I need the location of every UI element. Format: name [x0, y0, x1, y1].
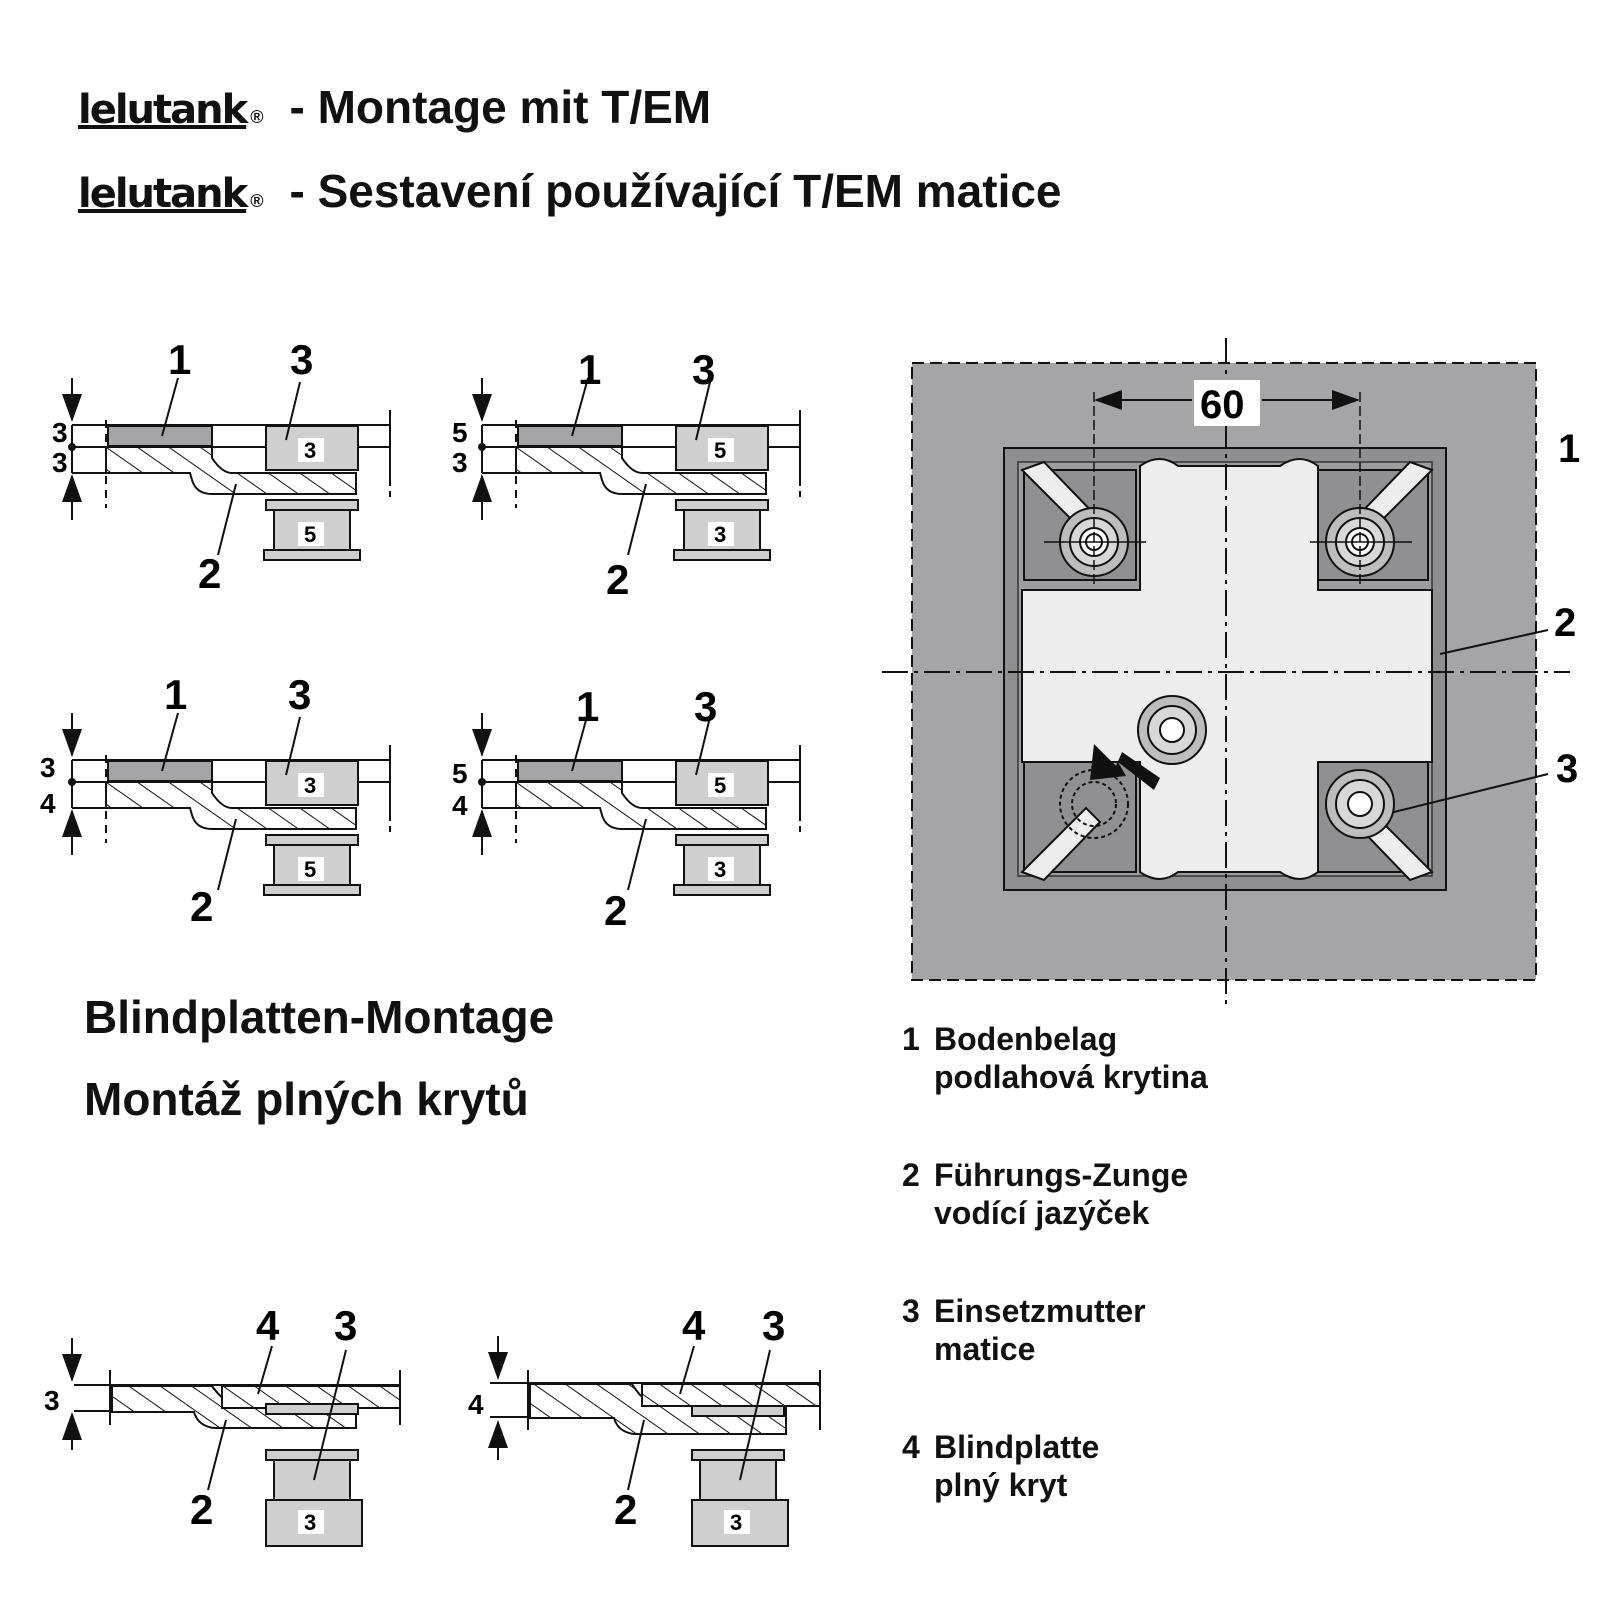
- dim-bottom: 4: [452, 790, 468, 821]
- upper-nut-label: 3: [304, 773, 316, 798]
- lelutank-logo: lelutank: [78, 87, 248, 133]
- callout-floor: 1: [578, 346, 601, 393]
- section-title-de: Blindplatten-Montage: [84, 991, 555, 1043]
- title-line-2: lelutank ® - Sestavení používající T/EM …: [78, 164, 1062, 218]
- blind-detail-1: 3 3 4 3 2: [44, 1302, 401, 1547]
- title-line-1: lelutank ® - Montage mit T/EM: [78, 80, 711, 134]
- nut-label: 3: [730, 1510, 742, 1535]
- plan-view: 60 1 2 3: [882, 338, 1580, 1008]
- callout-floor: 1: [164, 671, 187, 718]
- lelutank-logo-2: lelutank: [78, 171, 248, 217]
- dim: 3: [44, 1385, 60, 1416]
- section-detail-4: 5 4 5 3 1 3 2: [452, 683, 800, 934]
- lower-nut-label: 3: [714, 522, 726, 547]
- dim-top: 3: [40, 752, 56, 783]
- title-line-2-text: - Sestavení používající T/EM matice: [289, 165, 1062, 217]
- callout-nut: 3: [762, 1302, 785, 1349]
- upper-nut-label: 3: [304, 438, 316, 463]
- callout-tongue: 2: [606, 556, 629, 603]
- dim-top: 5: [452, 758, 468, 789]
- callout-nut: 3: [288, 671, 311, 718]
- section-detail-2: 5 3 5 3 1 3 2: [452, 346, 800, 603]
- legend-cs: vodící jazýček: [934, 1195, 1150, 1231]
- legend-num: 3: [902, 1293, 920, 1329]
- plan-label-1: 1: [1558, 427, 1580, 471]
- nut-label: 3: [304, 1510, 316, 1535]
- callout-tongue: 2: [614, 1486, 637, 1533]
- legend-num: 1: [902, 1021, 920, 1057]
- registered-mark: ®: [250, 107, 264, 127]
- callout-floor: 1: [168, 336, 191, 383]
- plan-label-2: 2: [1554, 601, 1576, 645]
- callout-tongue: 2: [604, 887, 627, 934]
- legend-cs: plný kryt: [934, 1467, 1068, 1503]
- dimension-60: 60: [1200, 383, 1245, 427]
- callout-tongue: 2: [198, 550, 221, 597]
- callout-blind: 4: [256, 1302, 280, 1349]
- registered-mark-2: ®: [250, 191, 264, 211]
- legend-de: Führungs-Zunge: [934, 1157, 1189, 1193]
- legend-de: Bodenbelag: [934, 1021, 1118, 1057]
- lower-nut-label: 3: [714, 857, 726, 882]
- section-detail-3: 3 4 3 5 1 3 2: [40, 671, 390, 930]
- dim-bottom: 3: [52, 447, 68, 478]
- callout-blind: 4: [682, 1302, 706, 1349]
- legend-cs: podlahová krytina: [934, 1059, 1208, 1095]
- legend-cs: matice: [934, 1331, 1036, 1367]
- dim-top: 3: [52, 417, 68, 448]
- callout-nut: 3: [334, 1302, 357, 1349]
- dim-bottom: 3: [452, 447, 468, 478]
- callout-floor: 1: [576, 683, 599, 730]
- legend-de: Blindplatte: [934, 1429, 1100, 1465]
- plan-label-3: 3: [1556, 747, 1578, 791]
- upper-nut-label: 5: [714, 773, 726, 798]
- section-detail-1: 3 3 3 5 1 3 2: [52, 336, 390, 597]
- dim: 4: [468, 1389, 484, 1420]
- dim-top: 5: [452, 417, 468, 448]
- callout-nut: 3: [692, 346, 715, 393]
- callout-nut: 3: [290, 336, 313, 383]
- lower-nut-label: 5: [304, 522, 316, 547]
- legend-num: 4: [902, 1429, 920, 1465]
- dim-bottom: 4: [40, 788, 56, 819]
- upper-nut-label: 5: [714, 438, 726, 463]
- legend-de: Einsetzmutter: [934, 1293, 1146, 1329]
- legend-num: 2: [902, 1157, 920, 1193]
- callout-tongue: 2: [190, 1486, 213, 1533]
- title-line-1-text: - Montage mit T/EM: [289, 81, 712, 133]
- blind-detail-2: 3 4 4 3 2: [468, 1302, 821, 1547]
- lower-nut-label: 5: [304, 857, 316, 882]
- callout-tongue: 2: [190, 883, 213, 930]
- section-title-cs: Montáž plných krytů: [84, 1073, 529, 1125]
- callout-nut: 3: [694, 683, 717, 730]
